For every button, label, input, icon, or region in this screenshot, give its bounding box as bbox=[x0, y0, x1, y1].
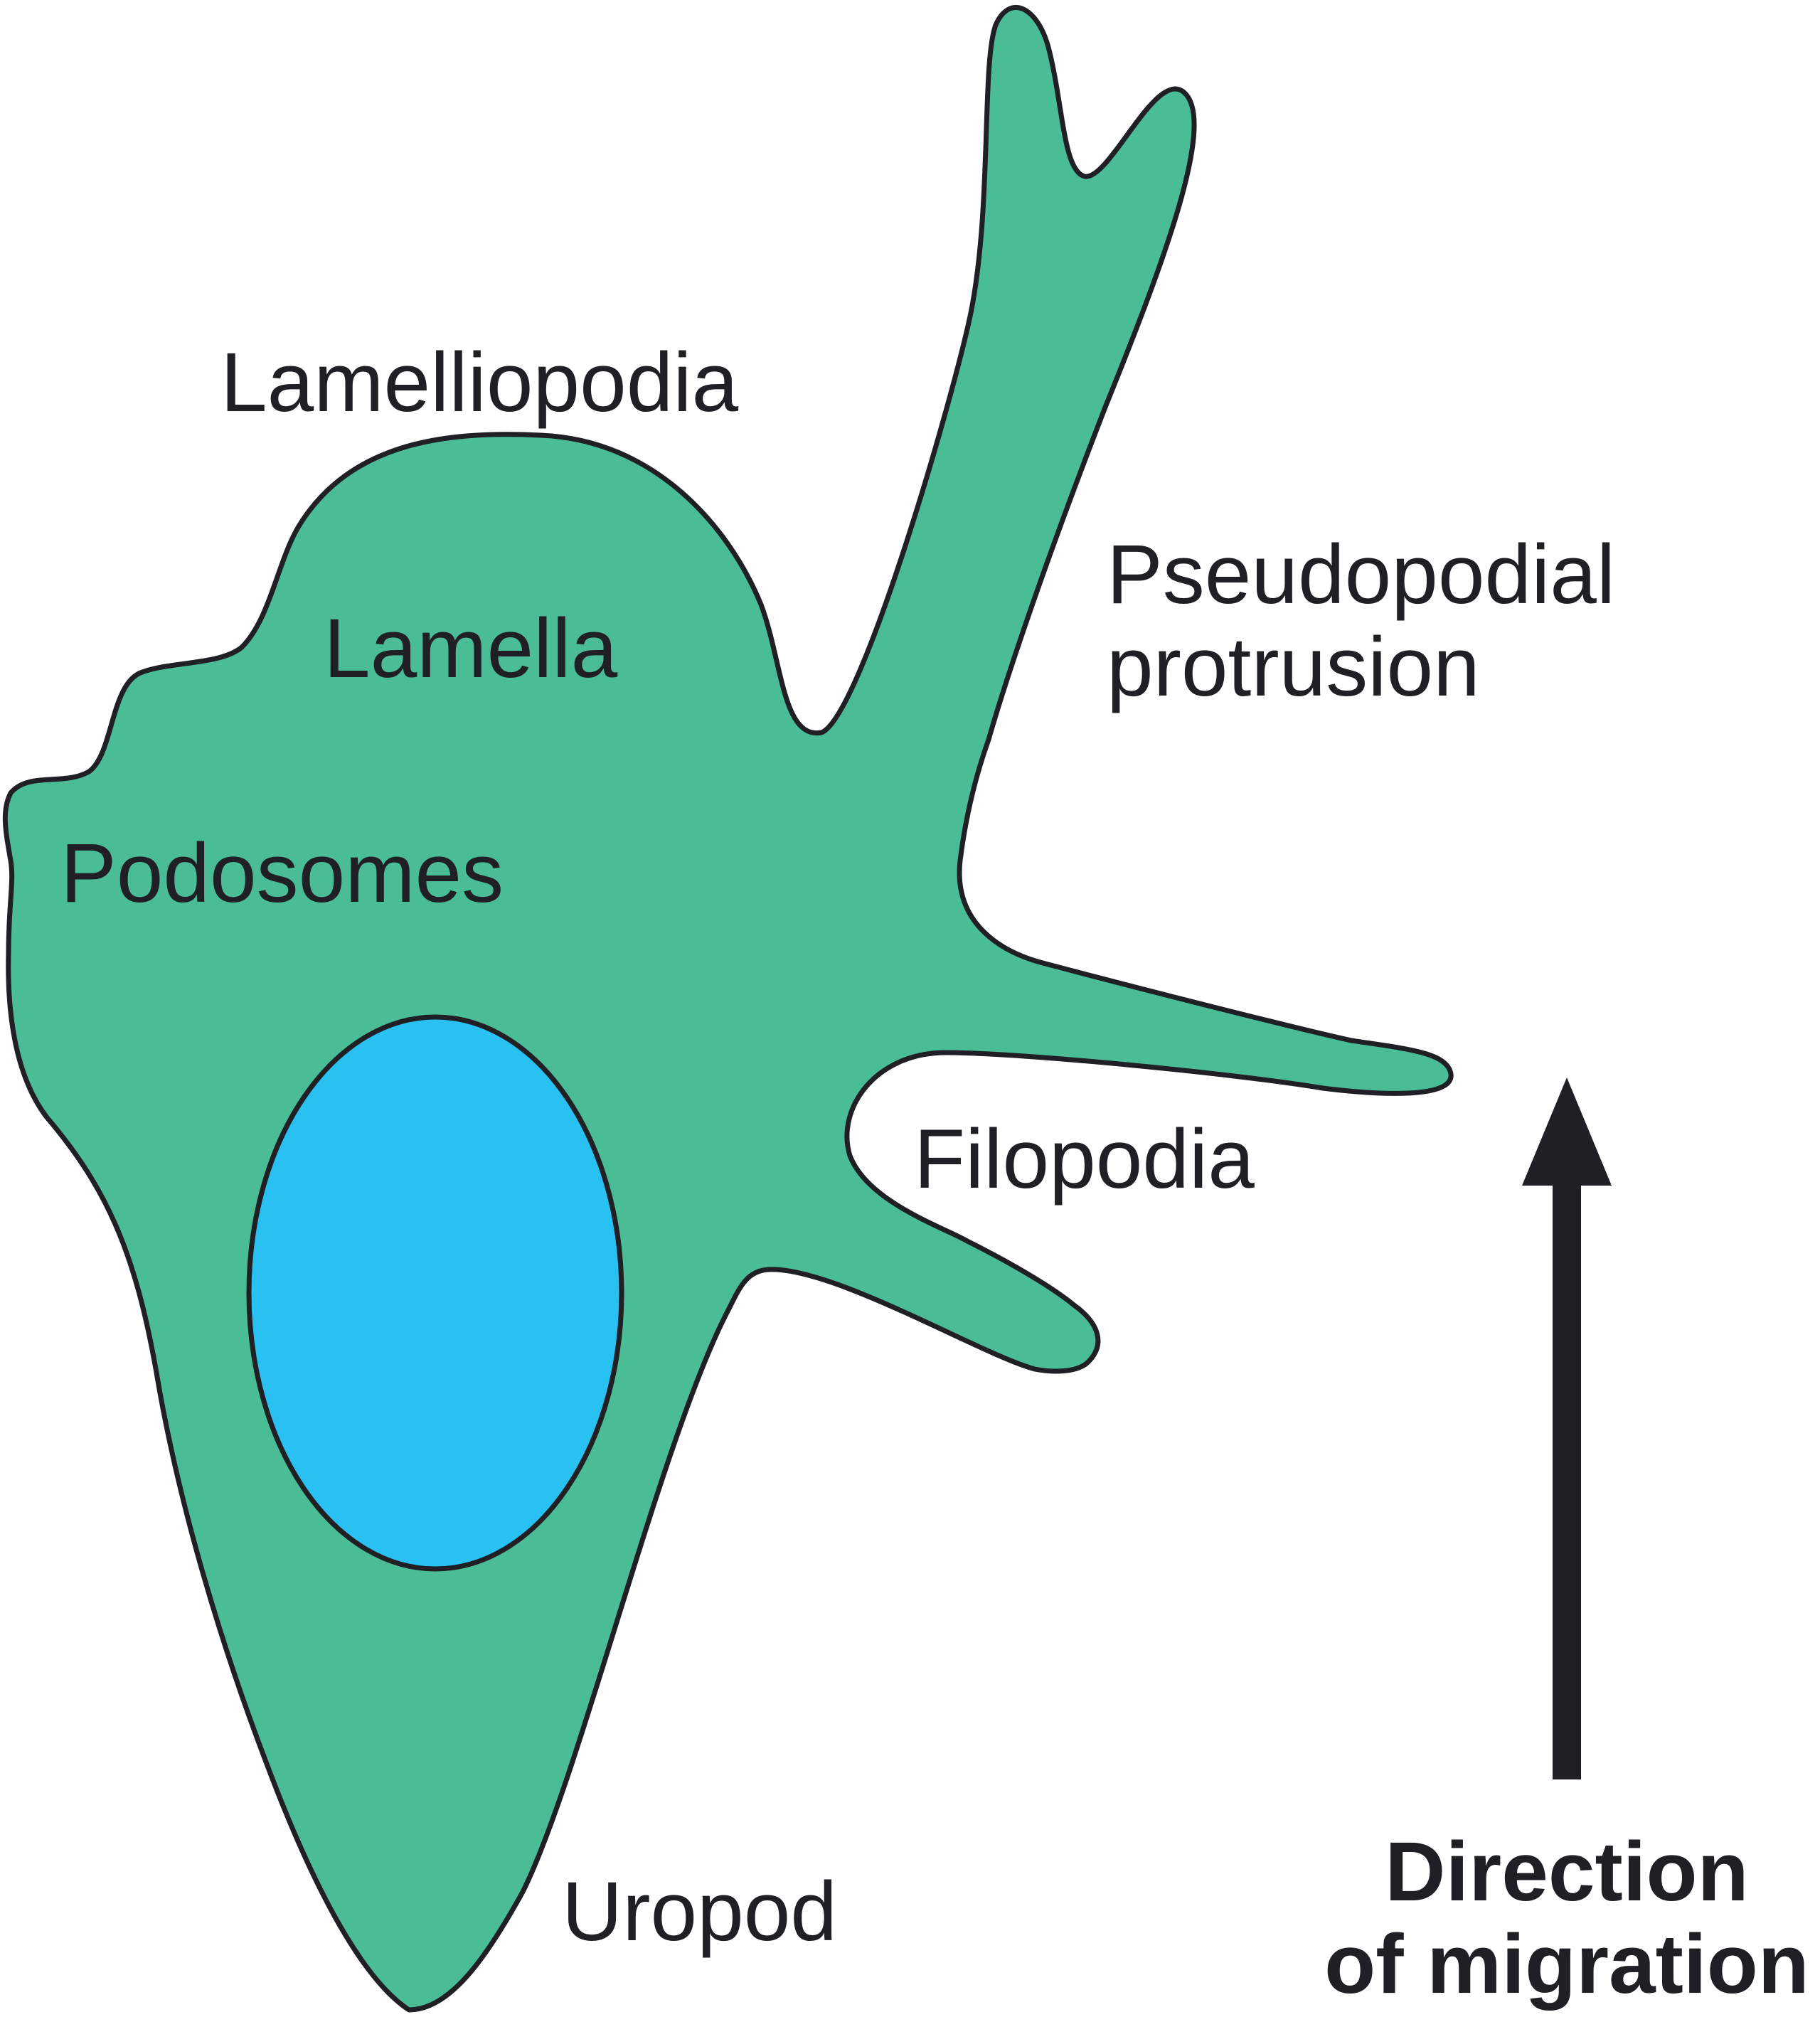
label-direction-line1: Direction bbox=[1385, 1825, 1748, 1919]
label-uropod: Uropod bbox=[562, 1865, 837, 1959]
label-lamella: Lamella bbox=[324, 602, 618, 696]
label-lamelliopodia: Lamelliopodia bbox=[220, 336, 739, 430]
label-pseudopodial-line1: Pseudopodial bbox=[1107, 528, 1615, 622]
label-podosomes: Podosomes bbox=[60, 826, 504, 920]
cell-body bbox=[2, 5, 1454, 2013]
nucleus bbox=[246, 1014, 624, 1572]
label-direction-line2: of migration bbox=[1324, 1917, 1809, 2011]
direction-arrow-shaft bbox=[1553, 1166, 1581, 1779]
direction-arrow-head bbox=[1522, 1077, 1612, 1186]
label-pseudopodial-line2: protrusion bbox=[1107, 620, 1480, 714]
label-filopodia: Filopodia bbox=[914, 1112, 1255, 1206]
